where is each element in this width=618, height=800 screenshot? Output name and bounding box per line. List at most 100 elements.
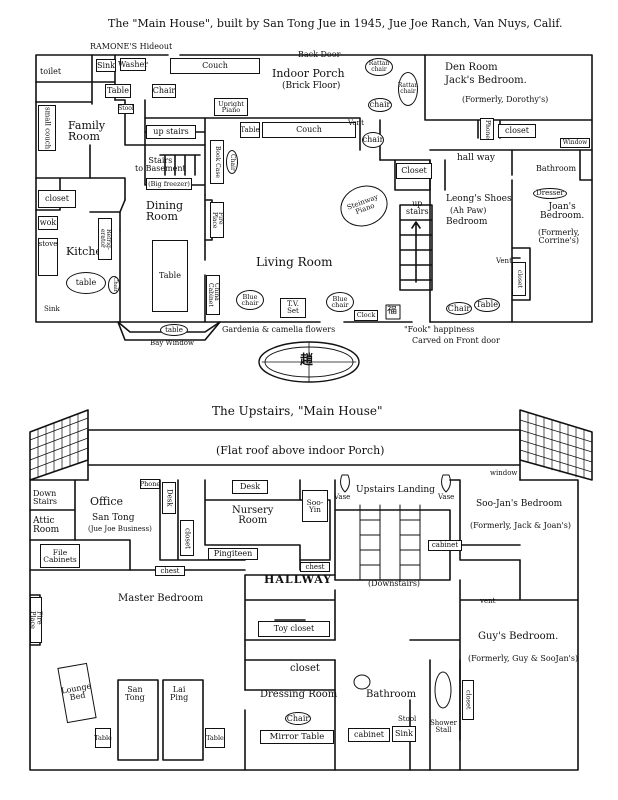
china-cabinet-label: China Cabinet <box>206 275 220 315</box>
desk-office-label: Desk <box>162 482 176 514</box>
office-label: Office <box>90 495 124 508</box>
down-stairs-label: Down Stairs <box>33 489 57 506</box>
window-upstairs-label: window <box>490 469 518 477</box>
dressing-room-label: Dressing Room <box>260 689 338 700</box>
carved-front-door-label: Carved on Front door <box>412 336 500 345</box>
vent-ground-label: Vent <box>496 257 512 265</box>
downstairs-label: (Downstairs) <box>368 579 421 588</box>
chair-right-label: Chair <box>446 302 472 315</box>
ah-paw-label: (Ah Paw) <box>450 206 487 215</box>
phone-den-label: Phone <box>480 118 494 140</box>
big-freezer-label: (Big freezer) <box>146 178 192 190</box>
table-bay-label: table <box>160 324 188 336</box>
window-ground-label: Window <box>560 138 590 148</box>
chair-left-label: Chair <box>152 84 176 98</box>
gardenia-label: Gardenia & camelia flowers <box>222 325 336 334</box>
leongs-shoes-label: Leong's Shoes <box>446 194 512 204</box>
stool-upstairs-label: Stool <box>398 715 417 723</box>
couch-top-label: Couch <box>170 58 260 74</box>
sink-kitchen-label: Sink <box>44 305 60 313</box>
toilet-label: toilet <box>40 67 62 76</box>
closet-right-label: closet <box>512 262 526 296</box>
closet-den-label: closet <box>498 124 536 138</box>
kitchen-label: Kitchen <box>66 245 109 258</box>
up-stairs-2-label: up stairs <box>406 199 429 216</box>
dining-room-label: Dining Room <box>146 199 184 223</box>
couch-porch-label: Couch <box>262 122 356 138</box>
san-tong-office-label: San Tong <box>92 513 135 523</box>
chest-1-label: chest <box>155 566 185 576</box>
stairs-basement-label: Stairs to Basement <box>135 156 186 173</box>
jue-joe-business-label: (Jue Joe Business) <box>88 525 152 533</box>
table-master-right-label: Table <box>205 728 225 748</box>
pingiteen-label: Pingiteen <box>208 548 258 560</box>
indoor-porch-label: Indoor Porch <box>272 67 345 80</box>
ramones-hideout-label: RAMONE'S Hideout <box>90 42 173 51</box>
closet-guy-label: closet <box>462 680 474 720</box>
fook-glyph: 福 <box>387 305 397 316</box>
living-room-label: Living Room <box>256 255 333 269</box>
cabinet-landing-label: cabinet <box>428 540 462 551</box>
family-room-label: Family Room <box>68 119 106 143</box>
bathroom-ground-label: Bathroom <box>536 164 577 173</box>
closet-dressing-label: closet <box>290 663 320 674</box>
vase-2-label: Vase <box>438 493 455 501</box>
ground-floor-title: The "Main House", built by San Tong Jue … <box>108 17 563 30</box>
table-top-label: Table <box>105 84 131 98</box>
dresser-label: Dresser <box>533 188 567 199</box>
closet-left-label: closet <box>38 190 76 208</box>
chair-porch-2-label: chair <box>362 132 384 148</box>
bay-window-label: Bay Window <box>150 339 195 347</box>
vent-porch-label: Vent <box>348 119 364 127</box>
rattan-chair-2-label: Rattan chair <box>398 72 418 106</box>
chair-porch-label: chair <box>368 98 392 112</box>
hallway-label: HALLWAY <box>264 573 333 586</box>
fire-place-upstairs-label: Fire Place <box>29 597 44 643</box>
blue-chair-1-label: Blue chair <box>236 290 264 310</box>
formerly-guy-label: (Formerly, Guy & SooJan's) <box>468 654 579 663</box>
chair-kitchen-label: Chair <box>108 276 120 294</box>
file-cabinets-label: File Cabinets <box>40 544 80 568</box>
refrigerator-label: Refrig- erator <box>98 218 112 260</box>
table-dining-label: Table <box>152 240 188 312</box>
closet-office-label: closet <box>180 520 194 556</box>
shower-stall-label: Shower Stall <box>430 719 457 734</box>
stove-label: stove <box>38 238 58 276</box>
tv-set-label: T.V. Set <box>280 298 306 318</box>
phone-upstairs-label: Phone <box>139 479 161 489</box>
master-bedroom-label: Master Bedroom <box>118 593 204 604</box>
stool-label: Stool <box>118 104 134 114</box>
book-case-label: Book Case <box>210 140 224 184</box>
rattan-chair-1-label: Rattan chair <box>365 58 393 76</box>
san-tong-bed-label: San Tong <box>125 685 145 702</box>
closet-hall-label: Closet <box>396 163 432 179</box>
bedroom-leong-label: Bedroom <box>446 217 488 227</box>
bathroom-upstairs-label: Bathroom <box>366 689 417 700</box>
fook-note-label: "Fook" happiness <box>404 325 475 334</box>
wok-label: wok <box>38 216 58 230</box>
upstairs-landing-label: Upstairs Landing <box>356 485 435 495</box>
up-stairs-label: up stairs <box>146 125 196 139</box>
back-door-label: Back Door <box>298 50 341 59</box>
formerly-jack-joan-label: (Formerly, Jack & Joan's) <box>470 521 572 530</box>
fire-place-ground-label: Fire Place <box>210 202 224 238</box>
chair-dining-label: Chair <box>226 150 238 174</box>
table-porch-label: Table <box>240 122 260 138</box>
den-room-label: Den Room <box>445 62 498 73</box>
table-master-left-label: Table <box>94 728 112 748</box>
toy-closet-label: Toy closet <box>258 621 330 637</box>
jacks-bedroom-label: Jack's Bedroom. <box>445 75 527 86</box>
sink-top-label: Sink <box>96 59 116 72</box>
nursery-room-label: Nursery Room <box>232 505 274 526</box>
sink-upstairs-label: Sink <box>392 726 416 742</box>
small-couch-label: small couch <box>38 105 56 151</box>
lai-ping-bed-label: Lai Ping <box>170 685 189 702</box>
cabinet-bath-label: cabinet <box>348 728 390 742</box>
upright-piano-label: Upright Piano <box>214 98 248 116</box>
soo-yin-label: Soo- Yin <box>302 490 328 522</box>
vase-1-label: Vase <box>334 493 351 501</box>
clock-label: Clock <box>354 310 378 321</box>
brick-floor-label: (Brick Floor) <box>282 81 341 91</box>
flat-roof-label: (Flat roof above indoor Porch) <box>216 444 385 457</box>
